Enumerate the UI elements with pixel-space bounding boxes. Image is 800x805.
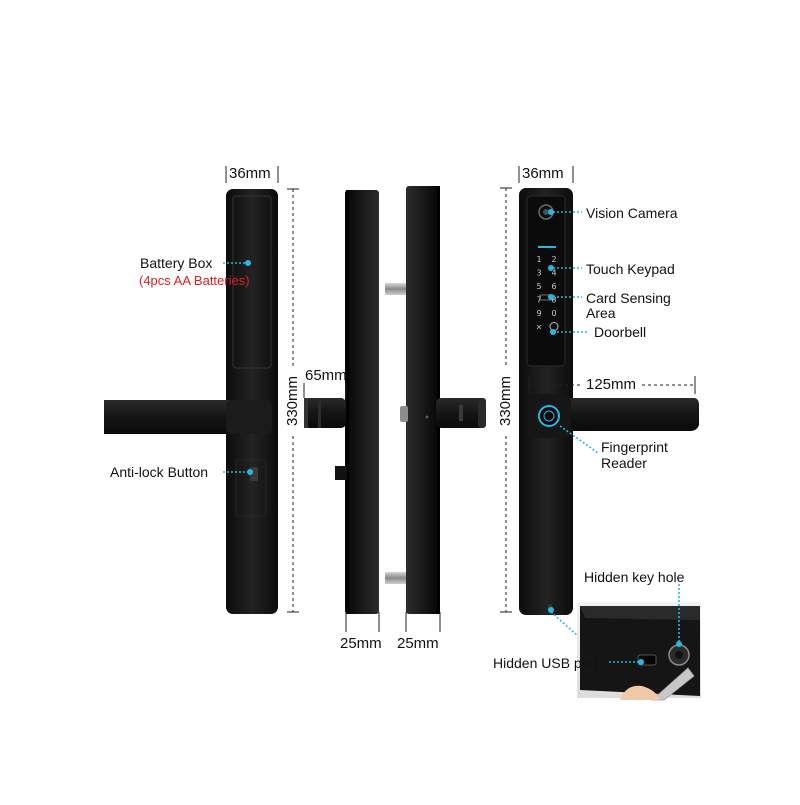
keypad-key: 3 [536,269,541,278]
inset-detail [577,602,701,701]
dim-height-front: 330mm [497,375,514,427]
side-view-right [400,186,486,614]
side-dimension-lines [303,383,441,632]
label-battery-box: Battery Box [140,255,213,271]
label-anti-lock-button: Anti-lock Button [110,464,209,480]
label-vision-camera: Vision Camera [586,205,678,221]
back-panel [104,189,278,614]
keypad-key: 1 [536,255,541,264]
side-view-left [304,190,407,614]
label-hidden-usb-port: Hidden USB port [493,655,599,671]
label-fingerprint: Fingerprint [601,439,668,455]
front-dimension-lines [500,166,696,613]
keypad-key: 0 [551,309,556,318]
keypad-key: 9 [536,309,541,318]
keypad-key: 8 [551,296,556,305]
dim-handle-offset: 65mm [305,367,347,384]
callout-lines [223,211,680,663]
keypad-key: 5 [536,282,541,291]
label-card-sensing-area: Area [586,305,616,321]
label-doorbell: Doorbell [594,324,647,340]
keypad-key: 2 [551,255,556,264]
front-panel [519,188,699,615]
dim-width-front: 36mm [522,165,564,182]
dim-width-back: 36mm [229,165,271,182]
callout-dots [245,209,682,665]
label-fingerprint-reader: Reader [601,455,647,471]
front-handle [534,398,699,431]
fingerprint-sensor [538,405,560,427]
battery-cover [232,195,272,369]
label-card-sensing: Card Sensing [586,290,671,306]
keypad-key: 4 [551,269,556,278]
label-touch-keypad: Touch Keypad [586,261,675,277]
dim-handle-length: 125mm [586,376,637,393]
dim-thickness-left: 25mm [340,635,382,652]
label-battery-spec: (4pcs AA Batteries) [139,273,250,288]
label-hidden-key-hole: Hidden key hole [584,569,685,585]
back-dimension-lines [225,166,299,613]
dim-thickness-right: 25mm [397,635,439,652]
keypad-key: × [536,323,543,332]
dim-height-back: 330mm [284,375,301,427]
keypad-key: 6 [551,282,556,291]
keypad-key: 7 [536,296,541,305]
